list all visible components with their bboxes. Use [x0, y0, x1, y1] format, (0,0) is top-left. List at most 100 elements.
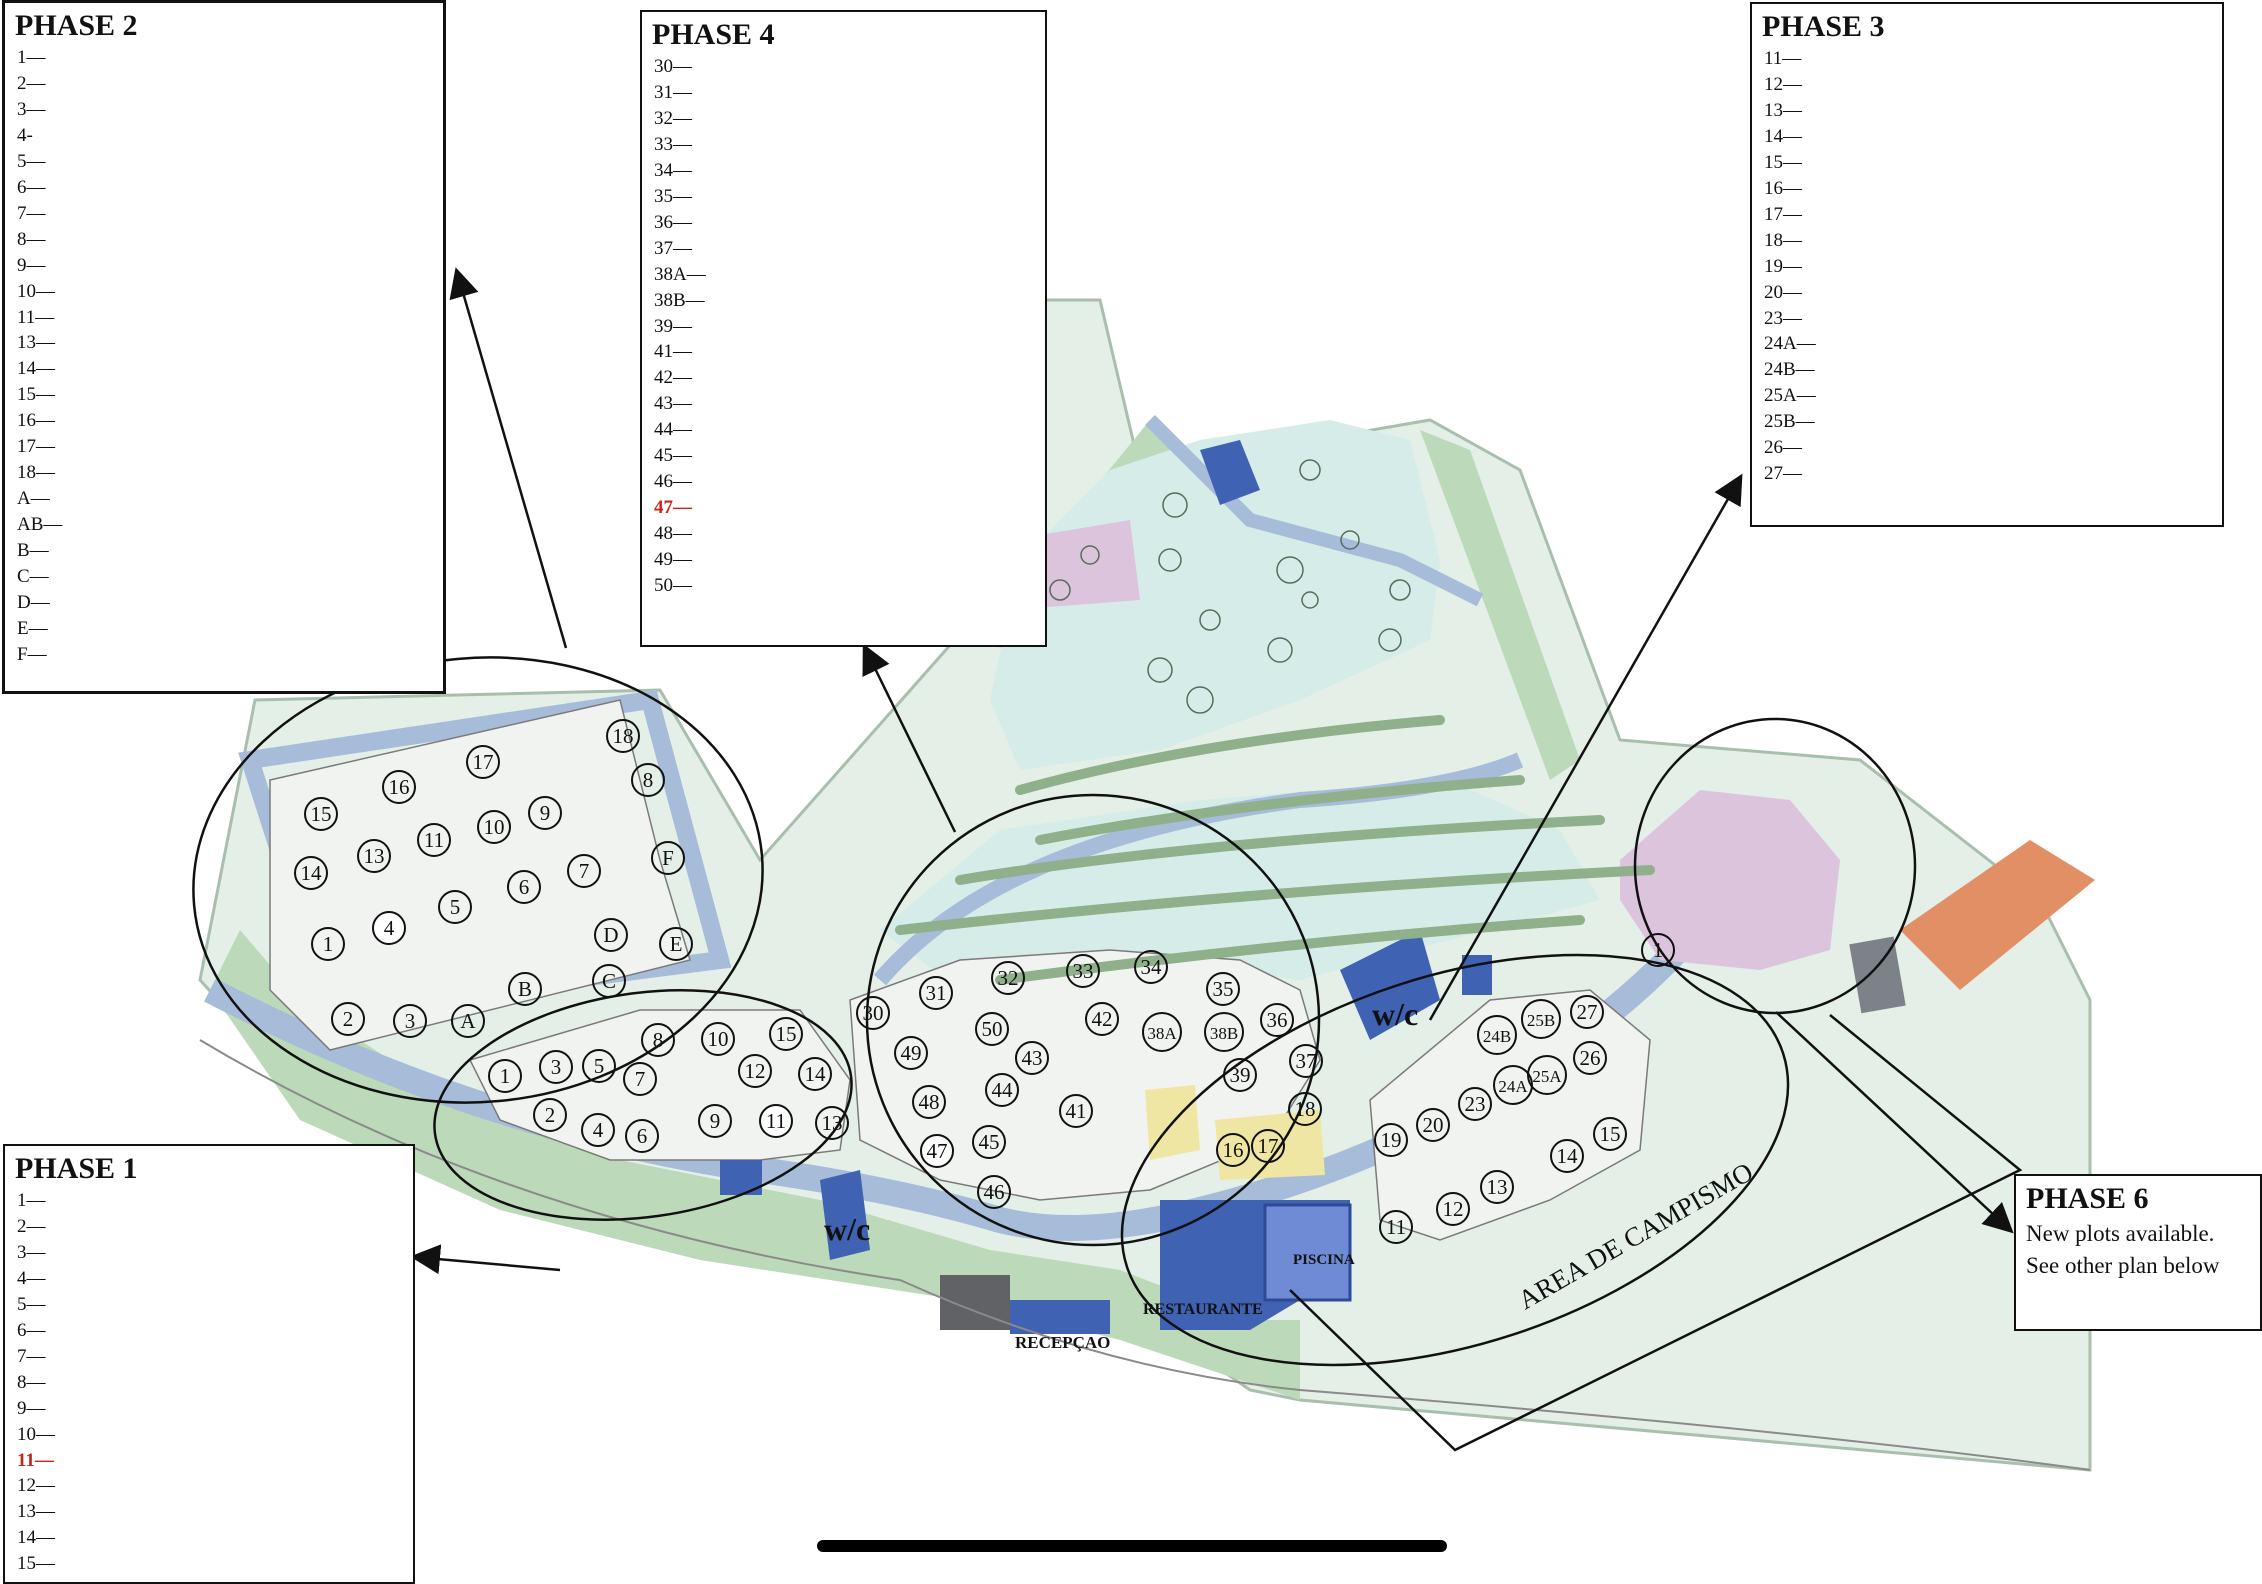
plot-number: 44: [992, 1078, 1014, 1102]
plot-circle: [972, 1125, 1006, 1159]
plot-number: 26: [1580, 1046, 1601, 1070]
phase-ellipses: [192, 656, 1917, 1367]
plot-list-item: 17—: [1764, 203, 1802, 225]
plot-list-item: 10—: [17, 1423, 55, 1445]
building: [1200, 440, 1260, 505]
building: [1462, 955, 1492, 995]
phase2-plot-list: 1—2—3—4-5—6—7—8—9—10—11—13—14—15—16—17—1…: [17, 45, 443, 668]
plot-number: 27: [1577, 1000, 1598, 1024]
plot-area-phase3: [1369, 989, 1651, 1241]
plot-list-item: 47—: [654, 497, 692, 519]
plot-list-item: 7—: [17, 1345, 46, 1367]
plot-circle: [985, 1073, 1019, 1107]
plot-list-item: 15—: [1764, 151, 1802, 173]
plot-circle: [1015, 1041, 1049, 1075]
tree-icons: [1049, 459, 1411, 714]
plot-number: 2: [343, 1007, 354, 1031]
plot-circle: [738, 1054, 772, 1088]
plot-marker: 50: [975, 1012, 1009, 1046]
plot-circle: [466, 745, 500, 779]
plot-circle: [1066, 954, 1100, 988]
plot-marker: D: [594, 918, 628, 952]
plot-list-item: 6—: [17, 1319, 46, 1341]
plot-circle: [1142, 1012, 1182, 1052]
plot-marker: 13: [815, 1106, 849, 1140]
plot-marker: 33: [1066, 954, 1100, 988]
plot-number: 11: [1386, 1215, 1406, 1239]
plot-marker: 16: [382, 770, 416, 804]
plot-number: 32: [998, 966, 1019, 990]
plot-number: 25B: [1527, 1011, 1555, 1030]
plot-number: 4: [593, 1118, 604, 1142]
plot-list-item: 39—: [654, 315, 692, 337]
plot-marker: 20: [1416, 1108, 1450, 1142]
plot-number: 10: [484, 815, 505, 839]
plot-number: 20: [1423, 1113, 1444, 1137]
plot-marker: 48: [912, 1085, 946, 1119]
plot-circle: [991, 961, 1025, 995]
home-indicator-bar[interactable]: [817, 1540, 1447, 1552]
plot-number: F: [662, 846, 674, 870]
plot-list-item: 5—: [17, 150, 46, 172]
plot-list-item: 46—: [654, 471, 692, 493]
grey-building: [1849, 936, 1906, 1014]
plot-circle: [1593, 1117, 1627, 1151]
plot-circle: [331, 1002, 365, 1036]
plot-list-item: 14—: [17, 1527, 55, 1549]
phase2-ellipse: [192, 656, 764, 1104]
plot-number: 1: [1653, 938, 1664, 962]
plot-marker: E: [659, 927, 693, 961]
plot-marker: 42: [1085, 1002, 1119, 1036]
plot-circle: [508, 972, 542, 1006]
plot-circle: [1288, 1092, 1322, 1126]
plot-marker: 25A: [1527, 1055, 1567, 1095]
plot-marker: F: [651, 841, 685, 875]
plot-circle: [539, 1050, 573, 1084]
plot-list-item: 49—: [654, 549, 692, 571]
plot-list-item: 34—: [654, 159, 692, 181]
area-campismo-outline: [1289, 1014, 2023, 1452]
building: [1340, 930, 1440, 1040]
plot-number: 1: [500, 1064, 511, 1088]
plot-number: 24B: [1483, 1027, 1511, 1046]
plot-circle: [294, 856, 328, 890]
plot-number: D: [603, 923, 618, 947]
plot-list-item: 31—: [654, 81, 692, 103]
plot-number: 47: [927, 1139, 948, 1163]
wc-label-east: w/c: [1372, 996, 1418, 1032]
plot-marker: 34: [1134, 950, 1168, 984]
plot-circle: [528, 796, 562, 830]
plot-list-item: 4-: [17, 124, 33, 146]
plot-marker: 1: [488, 1059, 522, 1093]
plot-marker: 9: [528, 796, 562, 830]
plot-marker: 11: [1379, 1210, 1413, 1244]
plot-list-item: 9—: [17, 1397, 46, 1419]
plot-number: 12: [745, 1059, 766, 1083]
wc-label-west: w/c: [824, 1211, 870, 1247]
plot-number: 11: [766, 1109, 786, 1133]
plot-marker: 13: [357, 839, 391, 873]
plot-marker: 5: [582, 1049, 616, 1083]
plot-list-item: 11—: [1764, 48, 1802, 69]
plot-circle: [438, 890, 472, 924]
plot-circle: [594, 918, 628, 952]
plot-marker: 43: [1015, 1041, 1049, 1075]
plot-list-item: D—: [17, 592, 50, 614]
plot-circle: [1458, 1087, 1492, 1121]
internal-road: [1145, 415, 1484, 607]
reception-building: [1010, 1300, 1110, 1334]
plot-marker: 11: [759, 1104, 793, 1138]
plot-list-item: 12—: [1764, 73, 1802, 95]
plot-circle: [1436, 1192, 1470, 1226]
plot-number: 24A: [1498, 1077, 1528, 1096]
plot-list-item: 23—: [1764, 307, 1802, 329]
plot-list-item: 48—: [654, 523, 692, 545]
plot-marker: 18: [1288, 1092, 1322, 1126]
plot-number: 9: [540, 801, 551, 825]
plot-circle: [477, 810, 511, 844]
plot-circle: [1374, 1123, 1408, 1157]
phase4-title: PHASE 4: [652, 18, 775, 51]
plot-number: 38A: [1147, 1024, 1177, 1043]
plot-marker: 17: [466, 745, 500, 779]
plot-marker: 8: [631, 763, 665, 797]
